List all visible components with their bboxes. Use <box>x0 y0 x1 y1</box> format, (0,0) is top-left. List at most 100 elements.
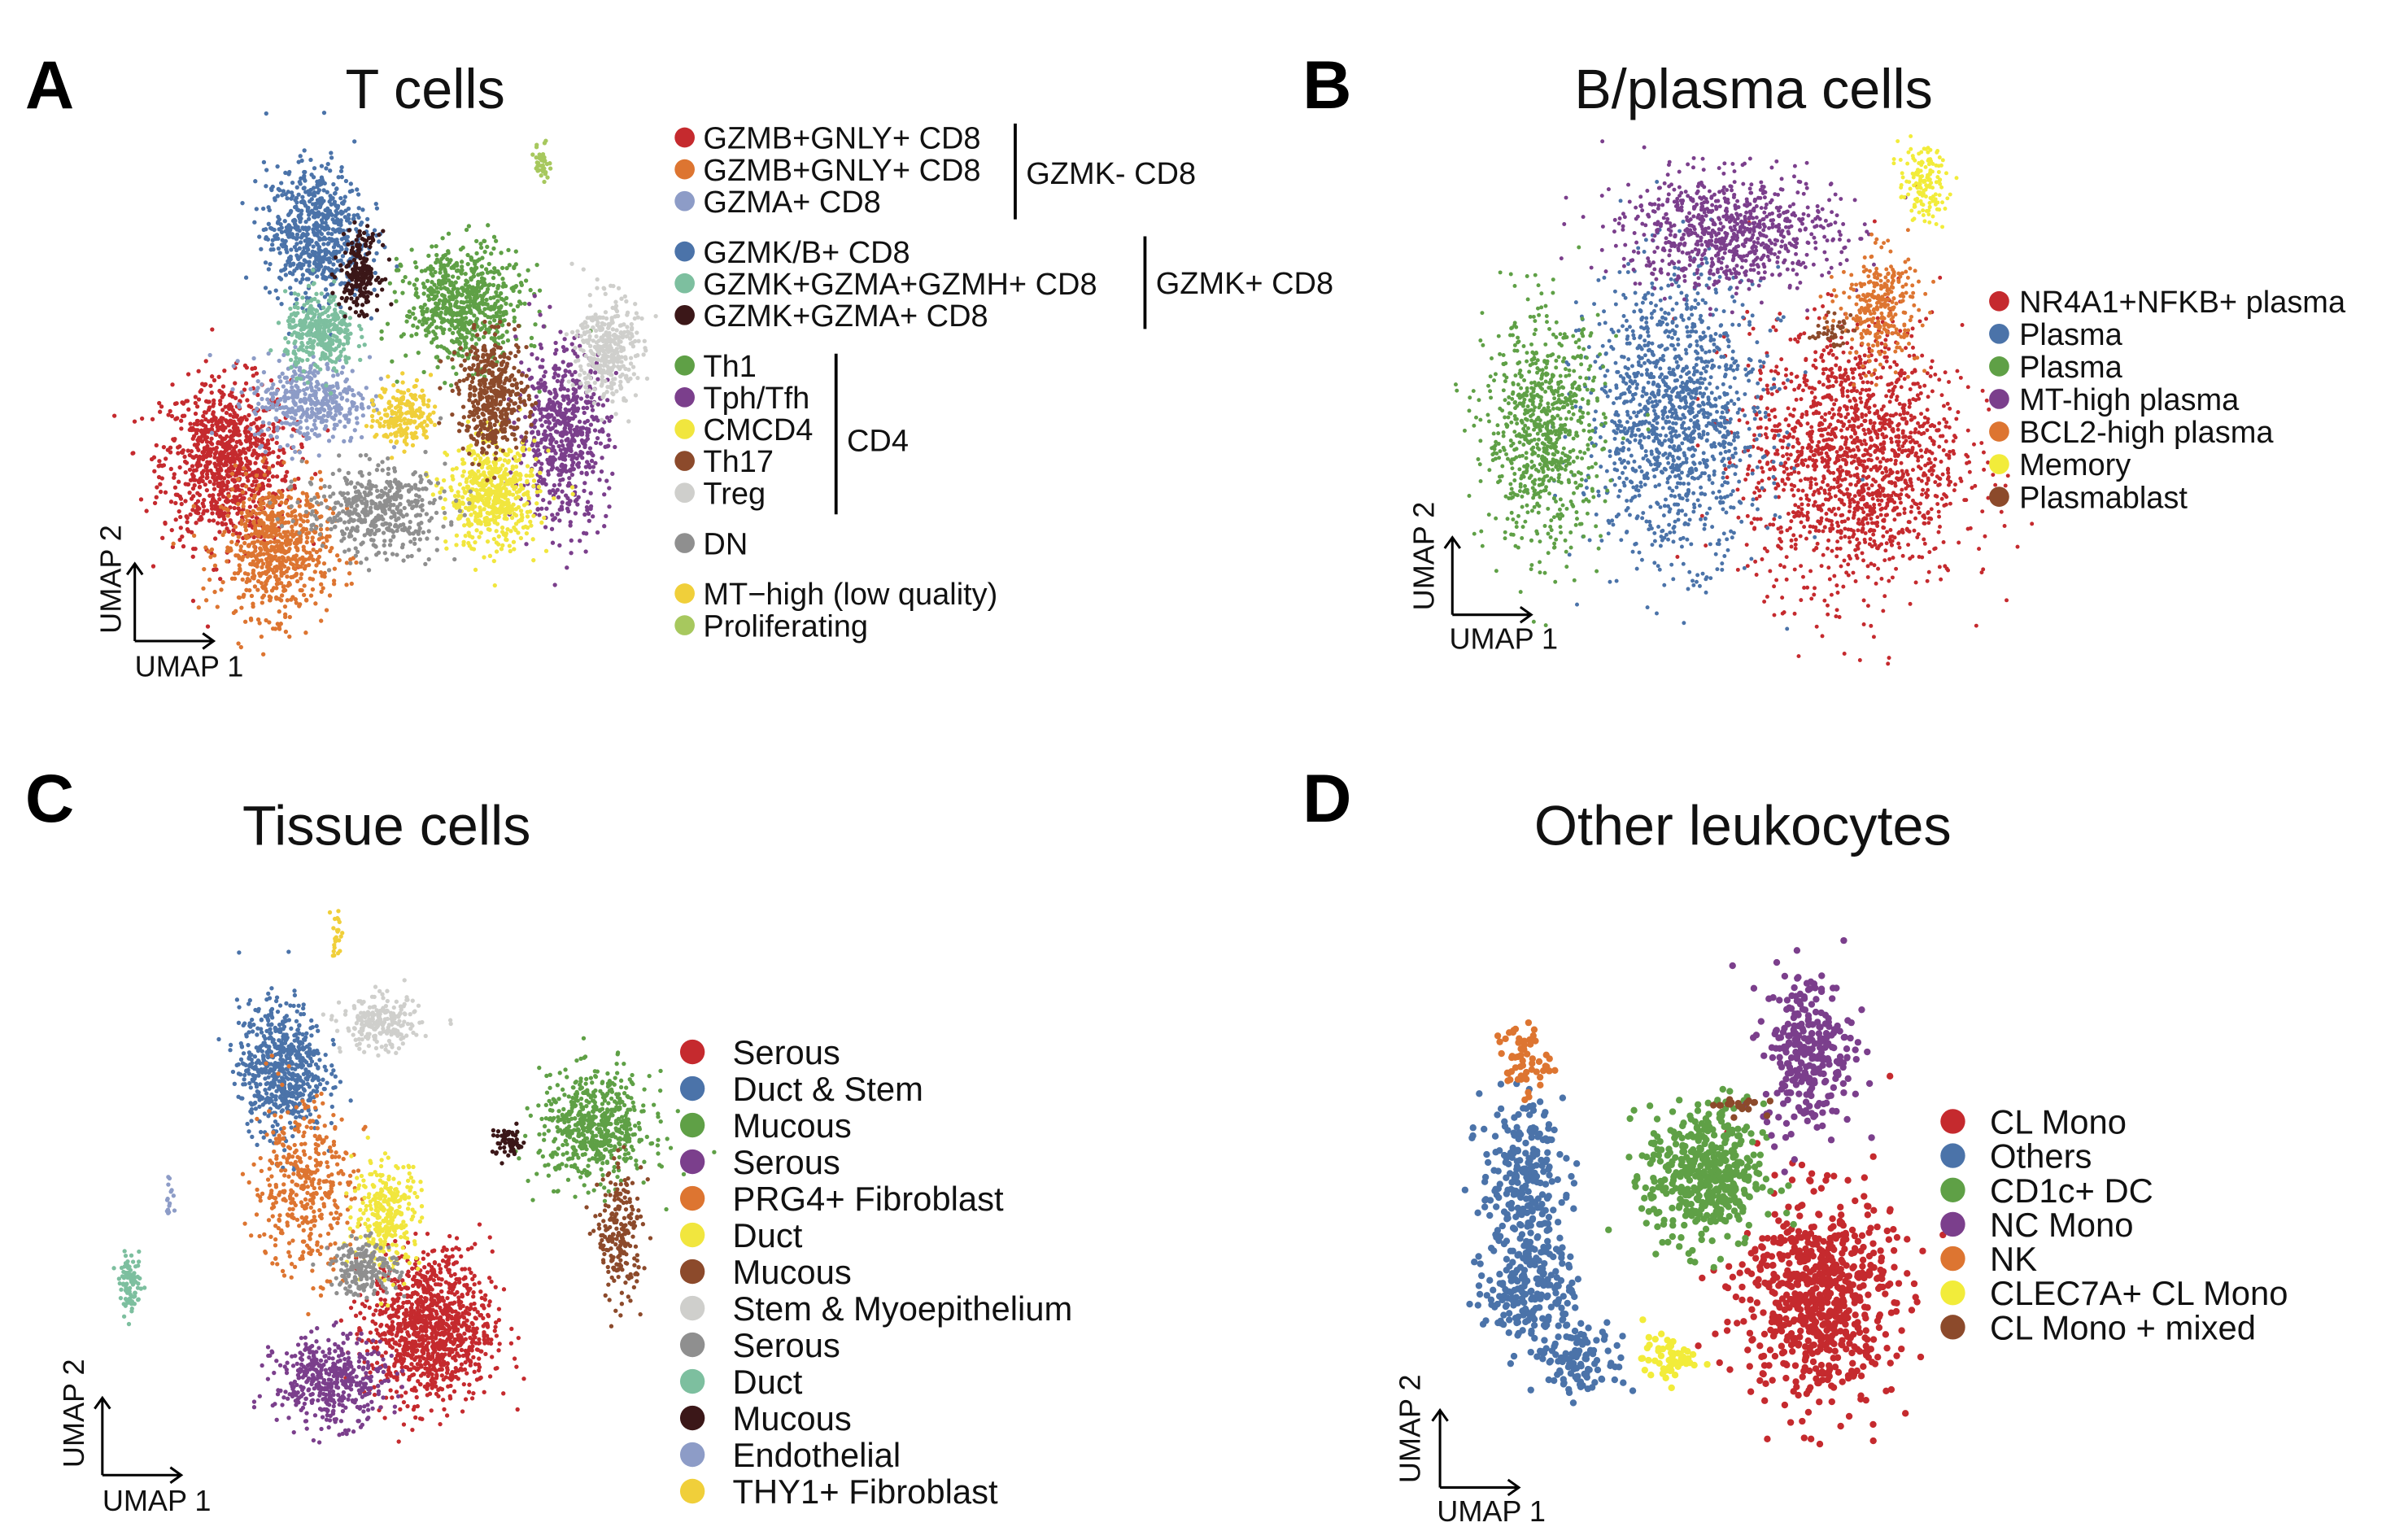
point-cmcd4 <box>454 543 459 548</box>
point-gzmb-gnly-cd8 <box>267 466 272 471</box>
point-cmcd4 <box>463 533 468 539</box>
point-gzmk-b-cd8 <box>261 206 266 212</box>
point-gzmk-gzma-gzmh-cd8 <box>282 349 287 354</box>
point-tph-tfh <box>583 399 588 404</box>
point-gzmb-gnly-cd8 <box>281 556 286 561</box>
point-gzmk-b-cd8 <box>321 269 326 275</box>
point-gzmk-gzma-gzmh-cd8 <box>312 296 317 302</box>
point-gzmk-b-cd8 <box>266 221 271 226</box>
point-gzmb-gnly-cd8 <box>251 495 257 500</box>
point-gzmk-b-cd8 <box>373 270 377 276</box>
point-gzmb-gnly-cd8 <box>172 401 178 406</box>
point-tph-tfh <box>542 382 547 388</box>
point-gzmk-b-cd8 <box>338 168 344 174</box>
point-gzma-cd8 <box>268 391 274 396</box>
point-tph-tfh <box>593 440 599 446</box>
point-gzmb-gnly-cd8 <box>259 474 264 479</box>
point-gzmk-gzma-cd8 <box>342 314 347 319</box>
point-gzmb-gnly-cd8 <box>212 455 217 460</box>
point-gzmb-gnly-cd8 <box>242 592 246 597</box>
point-gzmk-b-cd8 <box>276 236 281 242</box>
point-cmcd4 <box>528 519 533 525</box>
point-gzmb-gnly-cd8 <box>266 446 272 452</box>
point-th1 <box>400 278 405 284</box>
point-tph-tfh <box>575 502 580 507</box>
point-gzmb-gnly-cd8 <box>198 421 204 426</box>
point-gzmk-b-cd8 <box>321 110 327 116</box>
point-gzmk-b-cd8 <box>283 229 288 234</box>
point-gzmb-gnly-cd8 <box>203 454 209 460</box>
point-gzmb-gnly-cd8 <box>319 478 324 482</box>
point-cmcd4 <box>491 536 496 542</box>
point-gzmb-gnly-cd8 <box>207 460 212 465</box>
point-cmcd4 <box>485 539 491 544</box>
point-gzmk-gzma-gzmh-cd8 <box>337 339 342 345</box>
point-gzmb-gnly-cd8 <box>310 504 315 508</box>
point-gzmb-gnly-cd8 <box>214 500 220 505</box>
point-gzma-cd8 <box>263 449 268 455</box>
point-gzma-cd8 <box>295 385 300 390</box>
point-gzmb-gnly-cd8 <box>185 482 191 487</box>
point-gzmb-gnly-cd8 <box>230 532 236 537</box>
point-tph-tfh <box>602 492 607 497</box>
point-gzmb-gnly-cd8 <box>182 459 188 465</box>
point-th1 <box>464 311 469 316</box>
point-cmcd4 <box>487 553 493 558</box>
point-gzma-cd8 <box>293 449 298 455</box>
point-gzmb-gnly-cd8 <box>138 497 144 502</box>
point-tph-tfh <box>546 419 552 425</box>
point-gzmb-gnly-cd8 <box>246 478 251 483</box>
point-gzmb-gnly-cd8 <box>230 433 236 438</box>
point-th1 <box>404 353 408 358</box>
point-gzmk-gzma-cd8 <box>362 266 368 271</box>
point-gzmb-gnly-cd8 <box>220 521 225 527</box>
point-gzmk-gzma-cd8 <box>342 250 348 255</box>
point-gzmb-gnly-cd8 <box>191 478 196 482</box>
point-th1 <box>449 265 454 270</box>
point-gzmb-gnly-cd8 <box>220 482 225 487</box>
point-gzmb-gnly-cd8 <box>254 371 260 376</box>
point-gzmk-b-cd8 <box>314 226 320 232</box>
point-gzmk-gzma-gzmh-cd8 <box>311 268 316 273</box>
point-th1 <box>486 261 491 267</box>
point-gzmb-gnly-cd8 <box>242 466 246 471</box>
point-gzmk-gzma-gzmh-cd8 <box>360 334 364 339</box>
point-gzmb-gnly-cd8 <box>204 435 210 440</box>
point-tph-tfh <box>590 408 595 412</box>
point-th1 <box>481 334 486 339</box>
point-gzma-cd8 <box>285 380 290 385</box>
point-gzmb-gnly-cd8 <box>292 573 298 578</box>
point-cmcd4 <box>443 450 447 456</box>
point-gzmk-b-cd8 <box>323 252 329 257</box>
point-gzmb-gnly-cd8 <box>271 513 277 517</box>
point-th1 <box>488 295 493 301</box>
point-th1 <box>501 311 507 316</box>
point-cmcd4 <box>457 482 463 487</box>
point-gzmk-b-cd8 <box>320 220 325 225</box>
point-gzmk-gzma-gzmh-cd8 <box>310 340 316 345</box>
point-gzmb-gnly-cd8 <box>190 464 195 469</box>
point-tph-tfh <box>576 443 582 449</box>
point-gzmb-gnly-cd8 <box>264 571 268 577</box>
point-gzmb-gnly-cd8 <box>194 521 198 526</box>
point-th1 <box>467 299 473 304</box>
point-tph-tfh <box>582 481 587 486</box>
point-cmcd4 <box>473 487 478 493</box>
point-gzmb-gnly-cd8 <box>255 426 260 431</box>
point-gzmb-gnly-cd8 <box>310 535 315 540</box>
point-gzmb-gnly-cd8 <box>208 426 214 432</box>
point-tph-tfh <box>555 512 561 517</box>
point-tph-tfh <box>595 530 600 535</box>
point-gzmb-gnly-cd8 <box>238 568 242 574</box>
point-cmcd4 <box>538 489 543 494</box>
point-gzmb-gnly-cd8 <box>305 518 310 524</box>
point-gzmb-gnly-cd8 <box>216 462 222 468</box>
point-gzmk-gzma-gzmh-cd8 <box>289 365 294 370</box>
point-gzmb-gnly-cd8 <box>260 459 265 464</box>
point-th1 <box>454 339 459 344</box>
point-th1 <box>512 285 517 290</box>
point-tph-tfh <box>531 386 537 391</box>
point-gzmk-b-cd8 <box>305 237 310 242</box>
point-cmcd4 <box>504 537 509 543</box>
